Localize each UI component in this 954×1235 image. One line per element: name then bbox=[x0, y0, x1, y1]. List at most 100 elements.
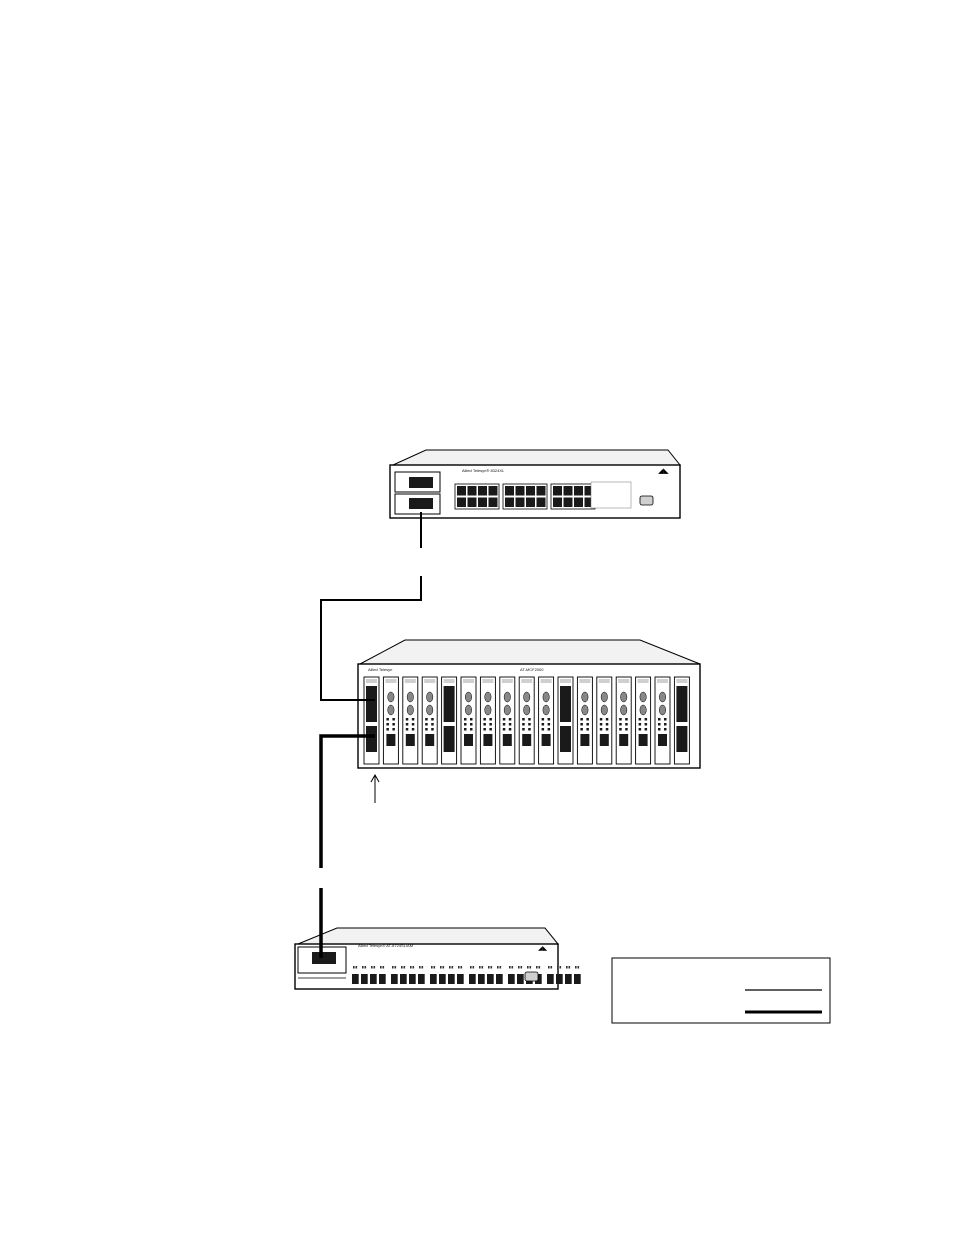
module-led-icon bbox=[541, 718, 545, 721]
bottom-switch-led-icon bbox=[479, 966, 481, 969]
top-switch-port bbox=[574, 486, 583, 496]
module-led-icon bbox=[489, 723, 492, 726]
module-led-icon bbox=[464, 728, 467, 731]
top-switch-port bbox=[574, 497, 583, 507]
module-led-icon bbox=[580, 728, 583, 731]
bottom-switch-port bbox=[496, 974, 503, 984]
module-sc-connector-icon bbox=[581, 691, 589, 703]
cable-legend bbox=[611, 957, 831, 1024]
bottom-switch-led-icon bbox=[548, 966, 550, 969]
bottom-switch-led-icon bbox=[403, 966, 406, 969]
module-led-icon bbox=[411, 723, 415, 726]
bottom-switch-led-icon bbox=[362, 966, 364, 969]
module-handle-icon bbox=[560, 679, 571, 683]
module-led-icon bbox=[425, 718, 428, 721]
module-led-icon bbox=[502, 723, 506, 726]
cable-thin-lower bbox=[320, 576, 422, 701]
bottom-switch-led-icon bbox=[529, 966, 532, 969]
module-sc-connector-icon bbox=[503, 691, 511, 703]
module-fiber-port-icon bbox=[366, 726, 377, 752]
module-sc-connector-icon bbox=[659, 691, 666, 703]
module-led-icon bbox=[483, 718, 486, 721]
chassis-module bbox=[615, 676, 632, 765]
module-sc-connector-icon bbox=[503, 704, 511, 716]
bottom-switch-led-icon bbox=[382, 966, 385, 969]
bottom-switch-led-icon bbox=[460, 966, 463, 969]
bottom-switch-port bbox=[487, 974, 494, 984]
chassis-module bbox=[576, 676, 593, 765]
bottom-switch-port bbox=[352, 974, 359, 984]
module-led-icon bbox=[508, 718, 512, 721]
bottom-switch-led-icon bbox=[511, 966, 514, 969]
chassis-module-bank bbox=[363, 676, 690, 765]
top-switch-port bbox=[457, 497, 466, 507]
module-sc-connector-icon bbox=[406, 691, 414, 703]
bottom-switch-device: Allied Telesyn® AT-8724SL/AM ◢◣ bbox=[294, 927, 581, 990]
bottom-switch-port bbox=[556, 974, 563, 984]
module-handle-icon bbox=[598, 679, 610, 683]
bottom-switch-led-icon bbox=[412, 966, 415, 969]
bottom-switch-led-icon bbox=[536, 966, 538, 969]
module-handle-icon bbox=[579, 679, 591, 683]
module-handle-icon bbox=[463, 679, 474, 683]
module-sc-connector-icon bbox=[426, 691, 434, 703]
bottom-switch-port bbox=[400, 974, 407, 984]
module-led-icon bbox=[528, 728, 531, 731]
top-switch-led-panel bbox=[590, 481, 632, 509]
top-switch-port bbox=[526, 497, 535, 507]
module-led-icon bbox=[599, 718, 603, 721]
module-rj45-port-icon bbox=[502, 734, 512, 746]
bottom-switch-led-icon bbox=[449, 966, 451, 969]
pointer-arrow-icon bbox=[370, 773, 380, 783]
module-rj45-port-icon bbox=[658, 734, 667, 746]
module-led-icon bbox=[619, 718, 622, 721]
module-led-icon bbox=[411, 718, 415, 721]
module-sc-connector-icon bbox=[484, 704, 492, 716]
bottom-switch-port bbox=[517, 974, 524, 984]
chassis-lid bbox=[359, 639, 701, 665]
chassis-module bbox=[499, 676, 516, 765]
bottom-switch-led-icon bbox=[518, 966, 520, 969]
top-switch-port bbox=[515, 497, 525, 507]
module-rj45-port-icon bbox=[580, 734, 590, 746]
bottom-switch-led-icon bbox=[440, 966, 442, 969]
module-fiber-port-icon bbox=[676, 726, 688, 752]
bottom-switch-lid bbox=[297, 927, 560, 945]
top-switch-port bbox=[515, 486, 525, 496]
module-handle-icon bbox=[385, 679, 397, 683]
module-led-icon bbox=[392, 723, 395, 726]
top-switch-port bbox=[478, 486, 487, 496]
bottom-switch-led-icon bbox=[559, 966, 562, 969]
module-led-icon bbox=[508, 728, 512, 731]
bottom-switch-led-icon bbox=[401, 966, 403, 969]
top-switch-console-port bbox=[639, 495, 654, 506]
module-led-icon bbox=[638, 718, 642, 721]
module-led-icon bbox=[405, 723, 409, 726]
bottom-switch-led-icon bbox=[373, 966, 376, 969]
module-sc-connector-icon bbox=[465, 704, 472, 716]
bottom-switch-led-icon bbox=[566, 966, 568, 969]
module-led-icon bbox=[470, 723, 473, 726]
top-switch-port bbox=[467, 486, 477, 496]
bottom-switch-port bbox=[469, 974, 476, 984]
top-switch-port bbox=[584, 486, 594, 496]
top-switch-port bbox=[553, 486, 562, 496]
chassis-module bbox=[382, 676, 399, 765]
top-switch-port bbox=[488, 497, 498, 507]
module-handle-icon bbox=[521, 679, 533, 683]
bottom-switch-led-icon bbox=[472, 966, 475, 969]
module-led-icon bbox=[664, 728, 667, 731]
bottom-switch-led-icon bbox=[442, 966, 445, 969]
module-rj45-port-icon bbox=[619, 734, 629, 746]
top-switch-port bbox=[526, 486, 535, 496]
bottom-switch-led-icon bbox=[392, 966, 394, 969]
top-switch-port bbox=[584, 497, 594, 507]
module-led-icon bbox=[405, 728, 409, 731]
module-led-icon bbox=[599, 728, 603, 731]
module-led-icon bbox=[392, 718, 395, 721]
module-led-icon bbox=[425, 728, 428, 731]
bottom-switch-led-icon bbox=[499, 966, 502, 969]
module-led-icon bbox=[658, 728, 661, 731]
module-led-icon bbox=[625, 723, 628, 726]
